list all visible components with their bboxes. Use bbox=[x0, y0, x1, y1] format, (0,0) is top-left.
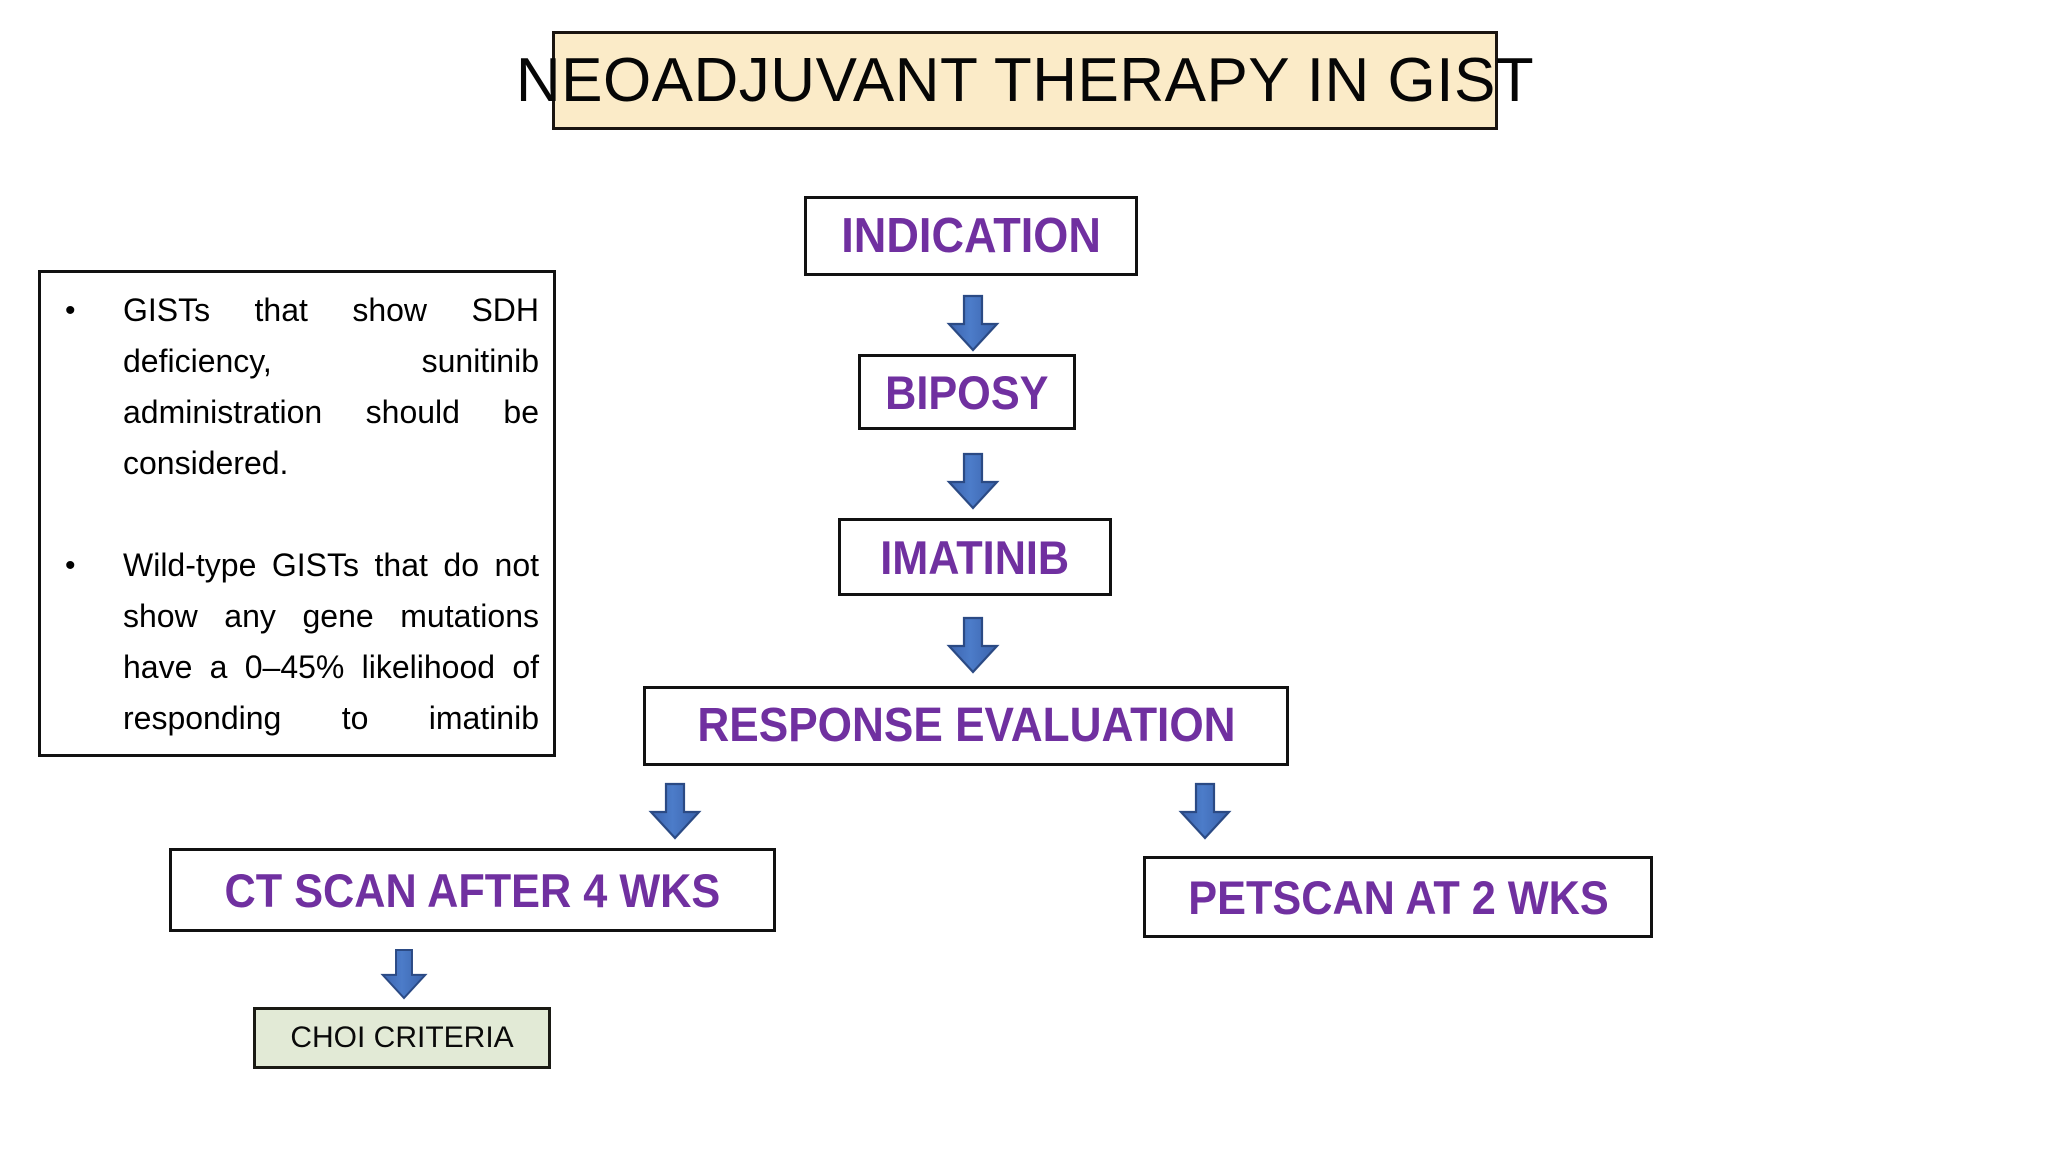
flow-node-response-evaluation: RESPONSE EVALUATION bbox=[643, 686, 1289, 766]
flow-node-ct-scan: CT SCAN AFTER 4 WKS bbox=[169, 848, 776, 932]
flow-node-label: BIPOSY bbox=[885, 365, 1049, 419]
slide-title-box: NEOADJUVANT THERAPY IN GIST bbox=[516, 31, 1534, 130]
flow-node-label: CT SCAN AFTER 4 WKS bbox=[224, 863, 721, 917]
flow-node-biposy: BIPOSY bbox=[858, 354, 1076, 430]
flow-node-label: RESPONSE EVALUATION bbox=[696, 699, 1236, 752]
down-arrow-icon bbox=[380, 948, 428, 1000]
list-item: Wild-type GISTs that do not show any gen… bbox=[51, 540, 539, 795]
slide-title-text: NEOADJUVANT THERAPY IN GIST bbox=[515, 45, 1535, 115]
flow-node-imatinib: IMATINIB bbox=[838, 518, 1112, 596]
down-arrow-icon bbox=[1178, 782, 1232, 840]
flow-node-label: CHOI CRITERIA bbox=[290, 1021, 514, 1054]
down-arrow-icon bbox=[946, 616, 1000, 674]
bullet-text: Wild-type GISTs that do not show any gen… bbox=[123, 547, 539, 736]
down-arrow-icon bbox=[946, 294, 1000, 352]
flow-node-label: INDICATION bbox=[841, 208, 1101, 263]
down-arrow-icon bbox=[648, 782, 702, 840]
flow-node-pet-scan: PETSCAN AT 2 WKS bbox=[1143, 856, 1653, 938]
notes-text-box: GISTs that show SDH deficiency, sunitini… bbox=[38, 270, 556, 757]
bullet-text: GISTs that show SDH deficiency, sunitini… bbox=[123, 292, 539, 481]
flow-node-choi-criteria: CHOI CRITERIA bbox=[253, 1007, 551, 1069]
notes-bullet-list: GISTs that show SDH deficiency, sunitini… bbox=[51, 285, 539, 795]
flow-node-indication: INDICATION bbox=[804, 196, 1138, 276]
down-arrow-icon bbox=[946, 452, 1000, 510]
flow-node-label: PETSCAN AT 2 WKS bbox=[1187, 870, 1609, 924]
flow-node-label: IMATINIB bbox=[880, 530, 1070, 584]
list-item: GISTs that show SDH deficiency, sunitini… bbox=[51, 285, 539, 540]
